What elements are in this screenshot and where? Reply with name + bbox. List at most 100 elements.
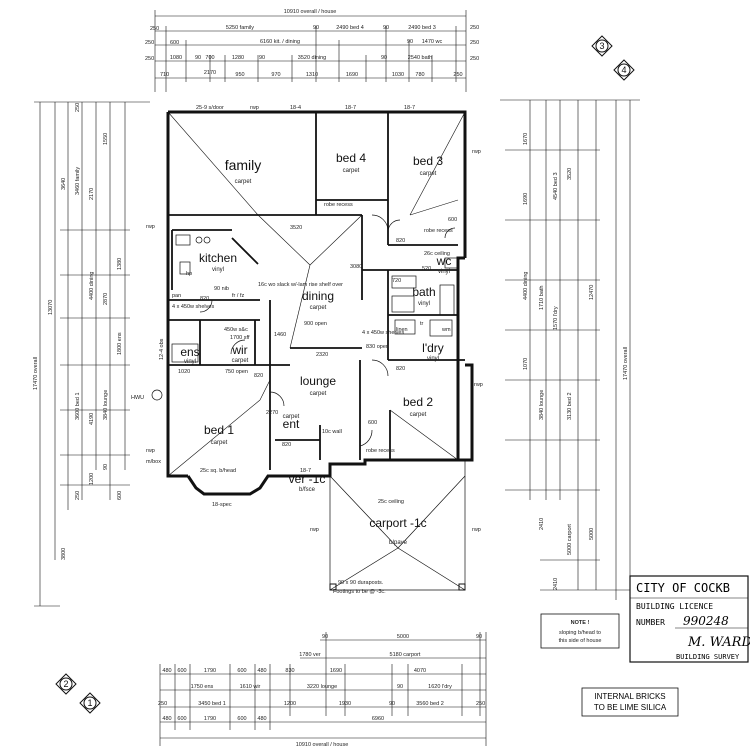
- note-spec: 18-spec: [212, 502, 232, 508]
- marker-2-label: 2: [63, 679, 68, 689]
- building-licence-stamp: CITY OF COCKB BUILDING LICENCE NUMBER 99…: [629, 575, 750, 663]
- dim-left-3: 3460 family: [75, 167, 81, 195]
- dim-left-16: 250: [75, 491, 81, 500]
- dim-left-9: 1380: [117, 258, 123, 270]
- note-window-18-4: 18-4: [290, 105, 301, 111]
- dim-right-13: 2410: [539, 518, 545, 530]
- room-bed2-label: bed 2: [403, 395, 433, 409]
- dim-820-a: 820: [396, 238, 405, 244]
- dim-top-r4-2: 90: [195, 55, 201, 61]
- note-wall-10c: 10c wall: [322, 429, 342, 435]
- room-bed1-floor: carpet: [211, 440, 228, 446]
- dim-bottom-r4-4: 1620 l'dry: [428, 684, 452, 690]
- room-lounge-label: lounge: [300, 374, 336, 388]
- note-robe-recess-bed2: robe recess: [366, 448, 395, 454]
- note-rwp-top: rwp: [250, 105, 259, 111]
- note-hwu: HWU: [131, 395, 144, 401]
- dim-top-r3-0: 250: [145, 40, 154, 46]
- stamp-number-label: NUMBER: [636, 618, 665, 627]
- door-swings: [199, 214, 456, 447]
- note-open-900: 900 open: [304, 321, 327, 327]
- note-slack-wall: 16c wo slack w/-lam rise shelf over: [258, 282, 343, 288]
- note-hp: hp: [186, 271, 192, 277]
- dim-right-12: 5000: [589, 528, 595, 540]
- room-family-label: family: [225, 157, 262, 173]
- dim-820-b: 820: [254, 373, 263, 379]
- dim-left-12: 3840 lounge: [103, 390, 109, 420]
- dim-bottom-r1-1: 5000: [397, 634, 409, 640]
- dim-bottom-r6-3: 600: [237, 716, 246, 722]
- dim-bottom-r3-1: 600: [177, 668, 186, 674]
- note-rwp-right: rwp: [472, 149, 481, 155]
- note-open-750: 750 open: [225, 369, 248, 375]
- dim-bottom-r1-0: 90: [322, 634, 328, 640]
- room-ens-label: ens: [180, 345, 199, 359]
- left-dimension-labels: 17470 overall 13070 3640 3460 family 250…: [33, 103, 165, 560]
- room-bed4-floor: carpet: [343, 168, 360, 174]
- dim-520: 520: [422, 266, 431, 272]
- note-rwp-bed2: rwp: [474, 382, 483, 388]
- dim-top-r4-1: 1080: [170, 55, 182, 61]
- dim-1460: 1460: [274, 332, 286, 338]
- dim-top-r2-2: 90: [313, 25, 319, 31]
- dim-top-r2-3: 2490 bed 4: [336, 25, 364, 31]
- dim-right-5: 4400 dining: [523, 272, 529, 300]
- note-box-title: NOTE !: [571, 620, 590, 626]
- note-rwp-left-lower: rwp: [146, 448, 155, 454]
- dim-left-14: 1200: [89, 473, 95, 485]
- dim-bottom-overall: 10910 overall / house: [296, 742, 349, 748]
- dim-left-18: 600: [117, 491, 123, 500]
- room-dining-floor: carpet: [310, 305, 327, 311]
- room-wir-label: wir: [231, 343, 247, 357]
- stamp-signature: M. WARD: [687, 635, 750, 650]
- dim-top-r4-8: 2540 bath: [408, 55, 432, 61]
- dim-bottom-r5-5: 3560 bed 2: [416, 701, 444, 707]
- note-mbox: m/box: [146, 459, 161, 465]
- dim-top-r5-3: 970: [271, 72, 280, 78]
- fixtures: [151, 234, 458, 401]
- stamp-surveyor: BUILDING SURVEY: [676, 653, 740, 661]
- note-sliding-door: 25-9 s/door: [196, 105, 224, 111]
- note-window-ver: 18-7: [300, 468, 311, 474]
- dim-bottom-r5-1: 3450 bed 1: [198, 701, 226, 707]
- note-bay-bulkhead: 25c sq. b/head: [200, 468, 236, 474]
- internal-dimensions: 3520 3080 820 600 720 520 1460 2320 820 …: [178, 217, 457, 448]
- dim-right-9: 3130 bed 2: [567, 392, 573, 420]
- note-laundry-shelves: 4 x 450w shelves: [362, 330, 404, 336]
- dim-top-overall: 10910 overall / house: [284, 9, 337, 15]
- note-rwp-carport: rwp: [310, 527, 319, 533]
- dim-left-13: 4190: [89, 413, 95, 425]
- dim-top-r4-9: 250: [470, 56, 479, 62]
- inner-walls: [168, 112, 465, 470]
- top-dimension-labels: 10910 overall / house 250 5250 family 90…: [145, 9, 479, 78]
- dim-bottom-r4-2: 3220 lounge: [307, 684, 337, 690]
- note-box-line1: sloping b/head to: [559, 630, 601, 636]
- dim-top-r5-4: 1310: [306, 72, 318, 78]
- dim-top-r3-3: 90: [407, 39, 413, 45]
- carport-outline: [329, 460, 466, 591]
- marker-3: 3: [591, 35, 613, 57]
- dim-right-1: 3520: [567, 168, 573, 180]
- stamp-number-value: 990248: [683, 614, 729, 628]
- dim-2320: 2320: [316, 352, 328, 358]
- dim-bottom-r3-7: 4070: [414, 668, 426, 674]
- dim-3080: 3080: [350, 264, 362, 270]
- note-window-18-7: 18-7: [345, 105, 356, 111]
- dim-right-7: 1070: [523, 358, 529, 370]
- dim-820-c: 820: [396, 366, 405, 372]
- note-rwp-left: rwp: [146, 224, 155, 230]
- bricks-note: INTERNAL BRICKS TO BE LIME SILICA: [581, 687, 679, 717]
- dim-top-r3-4: 1470 wc: [422, 39, 443, 45]
- stamp-licence: BUILDING LICENCE: [636, 602, 713, 611]
- marker-4-label: 4: [621, 65, 626, 75]
- note-robe-recess-bed3: robe recess: [424, 228, 453, 234]
- dim-top-r5-7: 780: [415, 72, 424, 78]
- dim-top-r5-0: 710: [160, 72, 169, 78]
- room-ldry-floor: vinyl: [427, 356, 439, 362]
- note-nib: 90 nib: [214, 286, 229, 292]
- marker-1: 1: [79, 692, 101, 714]
- dim-top-r4-3: 700: [205, 55, 214, 61]
- dim-right-4: 1710 bath: [539, 286, 545, 310]
- dim-3520: 3520: [290, 225, 302, 231]
- dim-left-10: 1800 ens: [117, 332, 123, 355]
